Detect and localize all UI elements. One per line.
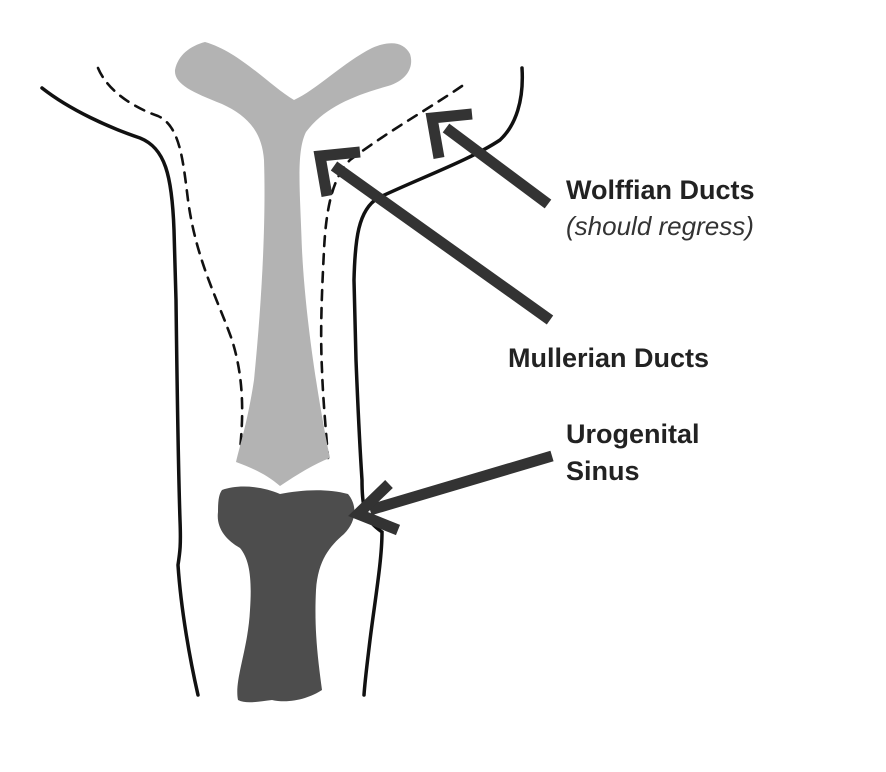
wolffian-arrow (425, 108, 552, 209)
wolffian-duct-left (96, 66, 244, 452)
urogenital-sinus-arrow (348, 450, 554, 536)
mullerian-ducts-label: Mullerian Ducts (508, 343, 710, 373)
mullerian-arrow (313, 146, 554, 325)
urogenital-sinus-shape (217, 486, 355, 703)
mullerian-ducts-shape (174, 42, 412, 486)
urogenital-sinus-label-line1: Urogenital (566, 419, 700, 449)
wolffian-ducts-note: (should regress) (566, 211, 754, 241)
wolffian-ducts-label: Wolffian Ducts (566, 175, 755, 205)
urogenital-sinus-label-line2: Sinus (566, 456, 640, 486)
outer-outline-left (40, 86, 200, 697)
wolffian-duct-right (319, 84, 464, 460)
